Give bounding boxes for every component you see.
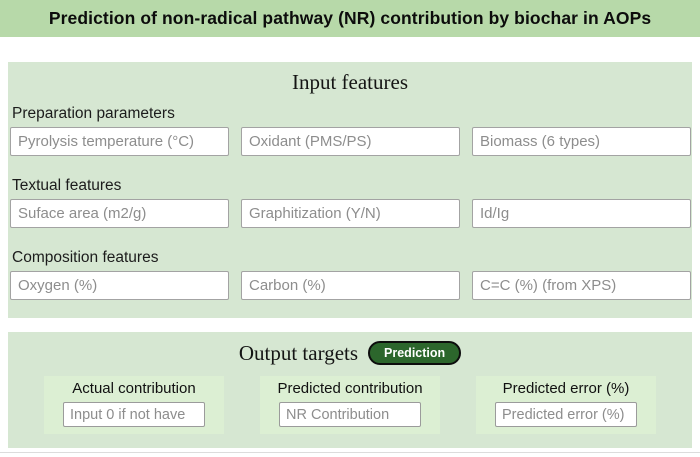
composition-features-row (10, 271, 691, 300)
actual-contribution-input[interactable] (63, 402, 205, 427)
output-targets-section: Output targets Prediction Actual contrib… (8, 332, 692, 448)
predicted-contribution-label: Predicted contribution (277, 380, 423, 397)
pyrolysis-temperature-input[interactable] (10, 127, 229, 156)
actual-contribution-label: Actual contribution (72, 380, 196, 397)
input-features-title: Input features (291, 70, 409, 94)
surface-area-input[interactable] (10, 199, 229, 228)
bottom-divider (0, 452, 700, 453)
header-banner: Prediction of non-radical pathway (NR) c… (0, 0, 700, 37)
oxygen-input[interactable] (10, 271, 229, 300)
textual-features-row (10, 199, 691, 228)
group-label-preparation-parameters: Preparation parameters (12, 105, 175, 122)
biomass-input[interactable] (472, 127, 691, 156)
output-title-row: Output targets Prediction (8, 338, 692, 368)
page-title: Prediction of non-radical pathway (NR) c… (48, 8, 652, 28)
input-features-section: Input features Preparation parameters Te… (8, 62, 692, 318)
group-label-textual-features: Textual features (12, 177, 122, 194)
carbon-input[interactable] (241, 271, 460, 300)
targets-row: Actual contribution Predicted contributi… (8, 376, 692, 434)
predicted-error-input[interactable] (495, 402, 637, 427)
predicted-contribution-panel: Predicted contribution (260, 376, 440, 434)
oxidant-input[interactable] (241, 127, 460, 156)
predicted-contribution-input[interactable] (279, 402, 421, 427)
prediction-button[interactable]: Prediction (368, 340, 462, 366)
graphitization-input[interactable] (241, 199, 460, 228)
cc-xps-input[interactable] (472, 271, 691, 300)
group-label-composition-features: Composition features (12, 249, 159, 266)
predicted-error-label: Predicted error (%) (502, 380, 630, 397)
id-ig-input[interactable] (472, 199, 691, 228)
preparation-parameters-row (10, 127, 691, 156)
predicted-error-panel: Predicted error (%) (476, 376, 656, 434)
actual-contribution-panel: Actual contribution (44, 376, 224, 434)
output-targets-title: Output targets (238, 341, 359, 365)
